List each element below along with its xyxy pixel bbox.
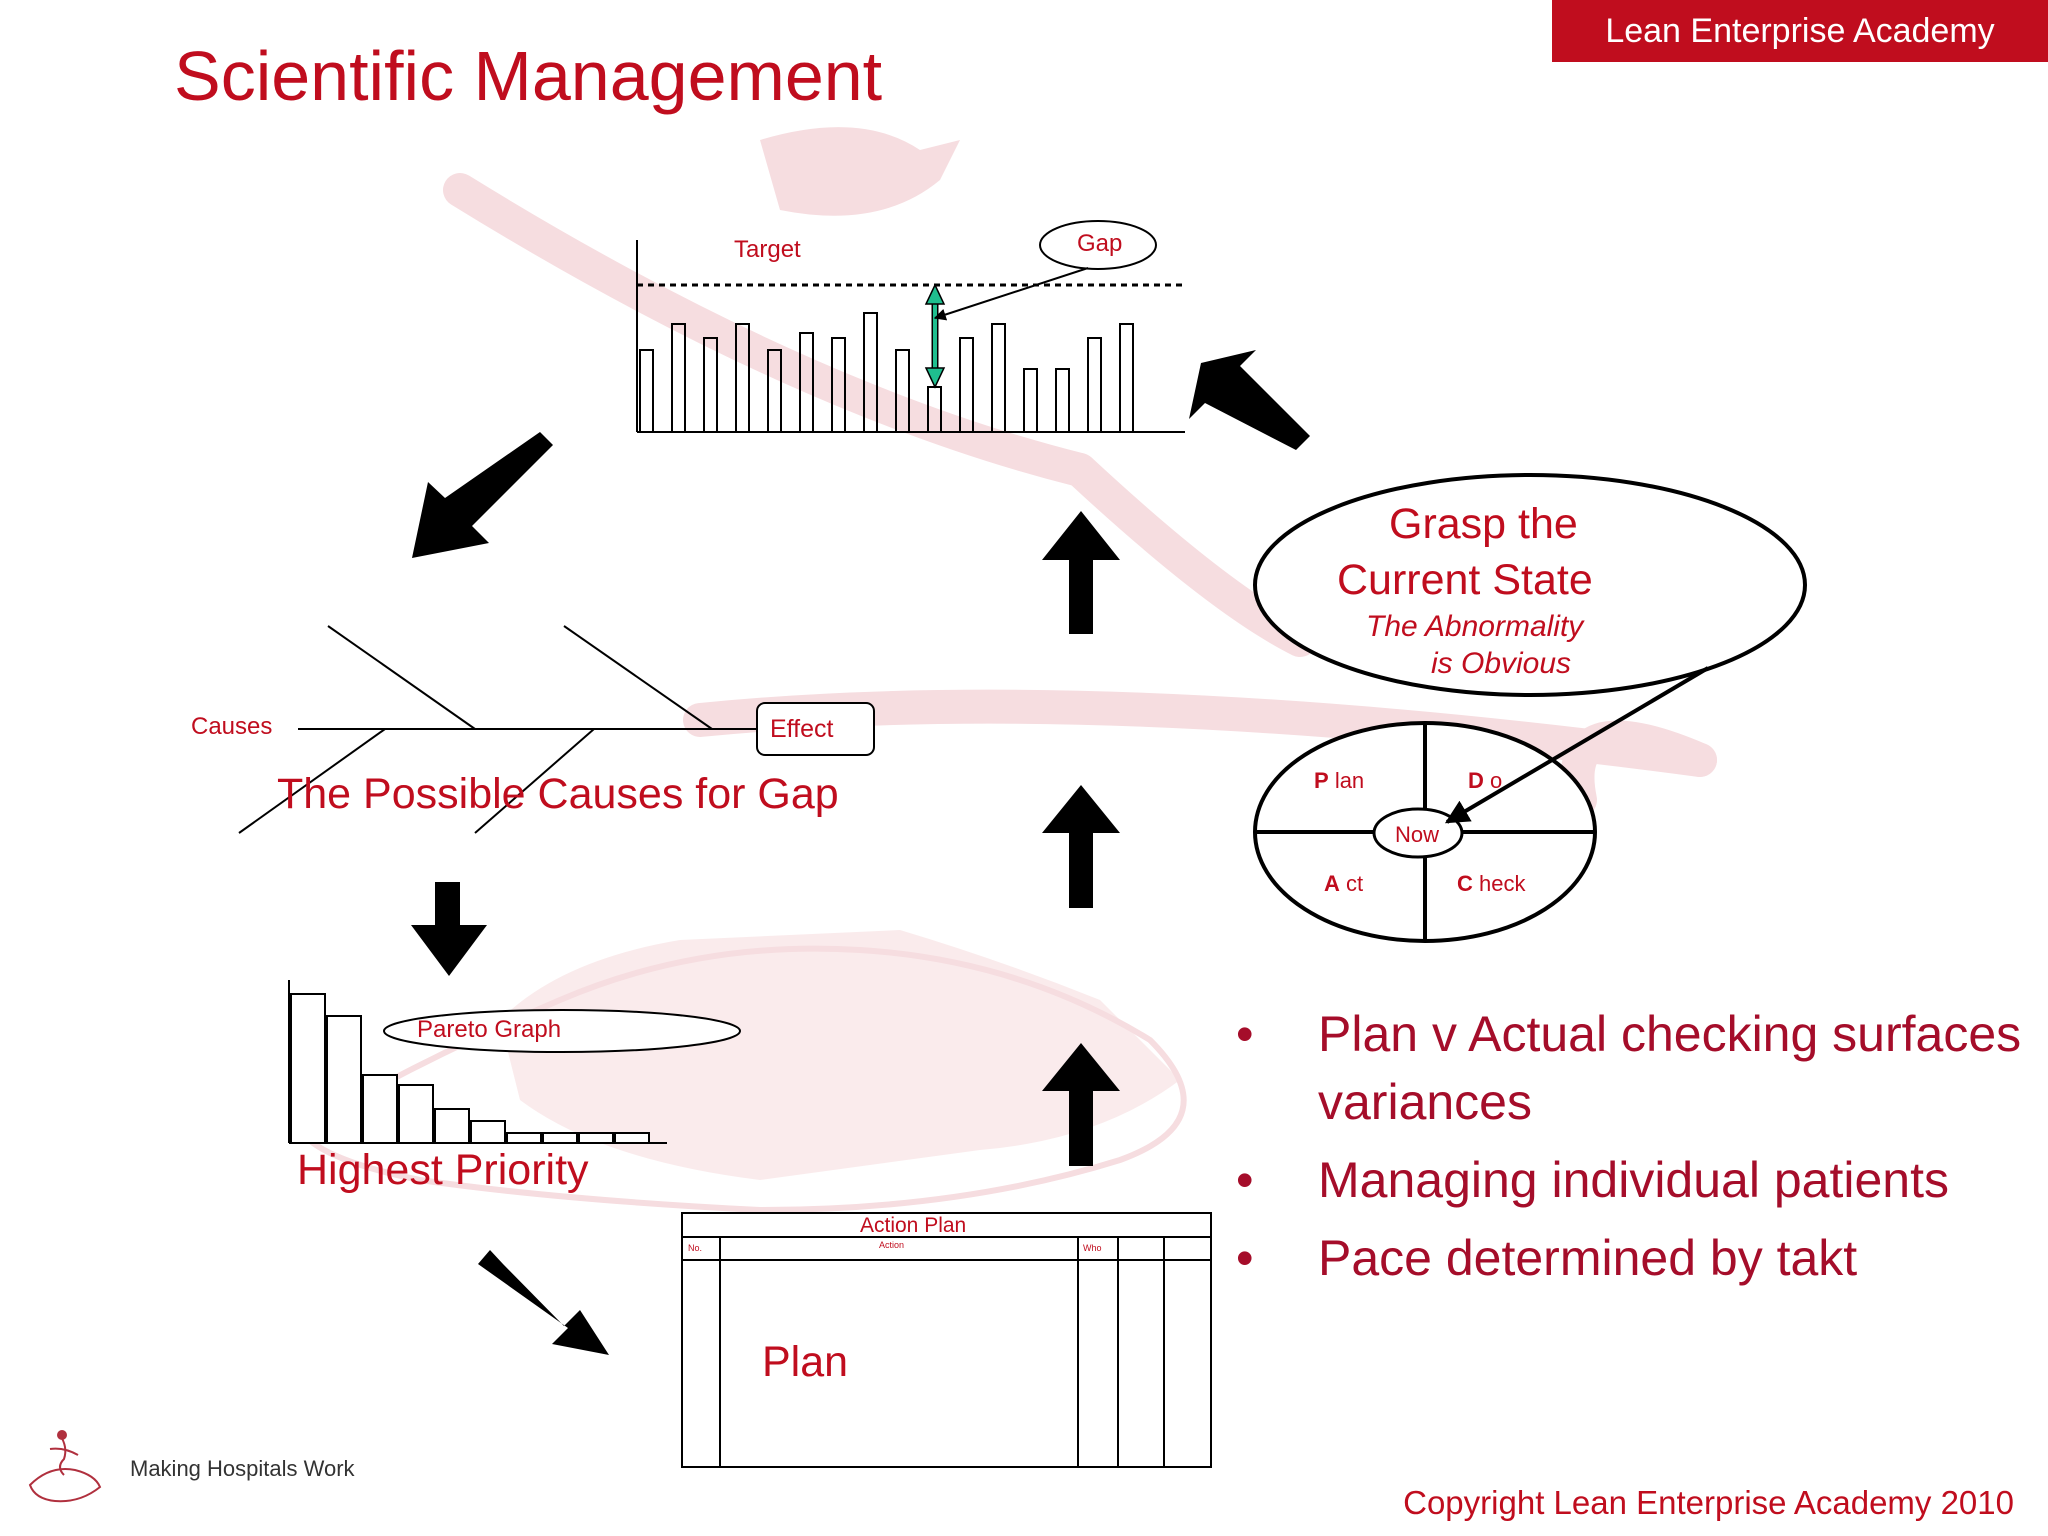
gap-callout-pointer bbox=[933, 267, 1089, 321]
gap-bar bbox=[1023, 368, 1038, 433]
gap-bar bbox=[863, 312, 878, 433]
pareto-bar bbox=[578, 1132, 614, 1144]
pareto-graph-label: Pareto Graph bbox=[417, 1016, 562, 1043]
bullet-dot: • bbox=[1236, 1230, 1254, 1286]
pareto-bar bbox=[470, 1120, 506, 1144]
gap-bar bbox=[799, 332, 814, 433]
bullet-dot: • bbox=[1236, 1006, 1254, 1062]
gap-bar bbox=[927, 386, 942, 433]
fishbone-bone bbox=[474, 728, 595, 834]
gap-bar bbox=[991, 323, 1006, 433]
gap-bar bbox=[831, 337, 846, 433]
brand-text: Lean Enterprise Academy bbox=[1605, 11, 1995, 50]
pareto-label-ellipse bbox=[383, 1009, 741, 1053]
pareto-bar bbox=[542, 1132, 578, 1144]
gap-double-arrow bbox=[924, 283, 946, 389]
bullet-item: • Managing individual patients bbox=[1230, 1146, 2040, 1214]
target-label: Target bbox=[734, 236, 801, 263]
pdca-check-letter: C bbox=[1457, 871, 1473, 896]
causes-label: Causes bbox=[191, 713, 273, 740]
brand-banner: Lean Enterprise Academy bbox=[1552, 0, 2048, 62]
action-plan-body: Plan bbox=[762, 1338, 849, 1386]
fishbone-bone bbox=[238, 728, 386, 834]
gap-bar bbox=[639, 349, 654, 433]
pdca-act-rest: ct bbox=[1346, 871, 1364, 896]
pareto-bar bbox=[434, 1108, 470, 1144]
fishbone-diagram bbox=[238, 625, 875, 834]
grasp-ellipse bbox=[1253, 473, 1807, 697]
arrow-up-1 bbox=[1042, 1043, 1120, 1166]
arrow-gap-to-causes bbox=[412, 432, 553, 558]
gap-label: Gap bbox=[1077, 230, 1123, 257]
pdca-act-letter: A bbox=[1324, 871, 1340, 896]
grasp-pointer bbox=[1444, 666, 1710, 824]
gap-bar bbox=[735, 323, 750, 433]
pdca-act: A ct bbox=[1324, 871, 1363, 897]
pdca-check-rest: heck bbox=[1479, 871, 1526, 896]
action-plan-col-action: Action bbox=[879, 1240, 905, 1250]
action-plan-col-no: No. bbox=[688, 1243, 703, 1253]
slide-title: Scientific Management bbox=[174, 37, 883, 115]
pdca-wheel bbox=[1253, 666, 1710, 943]
pareto-bar bbox=[398, 1084, 434, 1144]
action-plan-col-who: Who bbox=[1083, 1243, 1102, 1253]
effect-box bbox=[756, 702, 875, 756]
pdca-do-letter: D bbox=[1468, 768, 1484, 793]
bullet-text: Managing individual patients bbox=[1318, 1152, 1949, 1208]
pareto-bar bbox=[614, 1132, 650, 1144]
copyright-text: Copyright Lean Enterprise Academy 2010 bbox=[1403, 1484, 2014, 1521]
pdca-plan-letter: P bbox=[1314, 768, 1329, 793]
gap-callout-ellipse bbox=[1039, 220, 1157, 270]
gap-bar bbox=[1087, 337, 1102, 433]
gap-bar bbox=[767, 349, 782, 433]
grasp-current-state bbox=[1253, 473, 1807, 697]
gap-bar bbox=[895, 349, 910, 433]
action-plan-table bbox=[681, 1212, 1212, 1468]
pdca-plan-rest: lan bbox=[1334, 768, 1365, 793]
possible-causes-caption: The Possible Causes for Gap bbox=[277, 770, 839, 818]
gap-bar bbox=[703, 337, 718, 433]
grasp-line1: Grasp the bbox=[1389, 500, 1578, 548]
pareto-chart bbox=[288, 980, 741, 1144]
grasp-sub1: The Abnormality bbox=[1366, 610, 1584, 643]
bullet-text: Plan v Actual checking surfaces variance… bbox=[1318, 1006, 2022, 1130]
gap-chart bbox=[636, 220, 1185, 433]
bullet-text: Pace determined by takt bbox=[1318, 1230, 1858, 1286]
effect-label: Effect bbox=[770, 715, 834, 743]
now-ellipse bbox=[1372, 807, 1464, 859]
bullet-item: • Plan v Actual checking surfaces varianc… bbox=[1230, 1000, 2040, 1136]
academy-logo bbox=[28, 1430, 102, 1503]
pareto-bar bbox=[326, 1015, 362, 1144]
grasp-sub2: is Obvious bbox=[1431, 647, 1572, 680]
pdca-plan: P lan bbox=[1314, 768, 1364, 794]
gap-bar bbox=[671, 323, 686, 433]
pdca-do: D o bbox=[1468, 768, 1502, 794]
footer-tagline: Making Hospitals Work bbox=[130, 1456, 355, 1481]
fishbone-bone bbox=[563, 625, 713, 730]
pdca-now-label: Now bbox=[1395, 822, 1440, 847]
arrow-causes-to-pareto bbox=[411, 882, 487, 976]
arrow-up-3 bbox=[1042, 511, 1120, 634]
pareto-bar bbox=[506, 1132, 542, 1144]
pareto-bar bbox=[290, 993, 326, 1144]
arrow-state-to-gap bbox=[1189, 350, 1310, 450]
gap-bar bbox=[1119, 323, 1134, 433]
gap-bar bbox=[959, 337, 974, 433]
action-plan-title: Action Plan bbox=[860, 1214, 967, 1237]
arrow-up-2 bbox=[1042, 785, 1120, 908]
fishbone-bone bbox=[327, 625, 476, 730]
pdca-do-rest: o bbox=[1490, 768, 1503, 793]
flow-arrows bbox=[411, 350, 1310, 1355]
bullet-item: • Pace determined by takt bbox=[1230, 1224, 2040, 1292]
highest-priority-caption: Highest Priority bbox=[297, 1146, 589, 1194]
grasp-line2: Current State bbox=[1337, 556, 1593, 604]
pdca-check: C heck bbox=[1457, 871, 1526, 897]
bullet-dot: • bbox=[1236, 1152, 1254, 1208]
bullet-list: • Plan v Actual checking surfaces varianc… bbox=[1230, 1000, 2040, 1302]
gap-bar bbox=[1055, 368, 1070, 433]
arrow-pareto-to-plan bbox=[478, 1250, 609, 1355]
pareto-bar bbox=[362, 1074, 398, 1144]
